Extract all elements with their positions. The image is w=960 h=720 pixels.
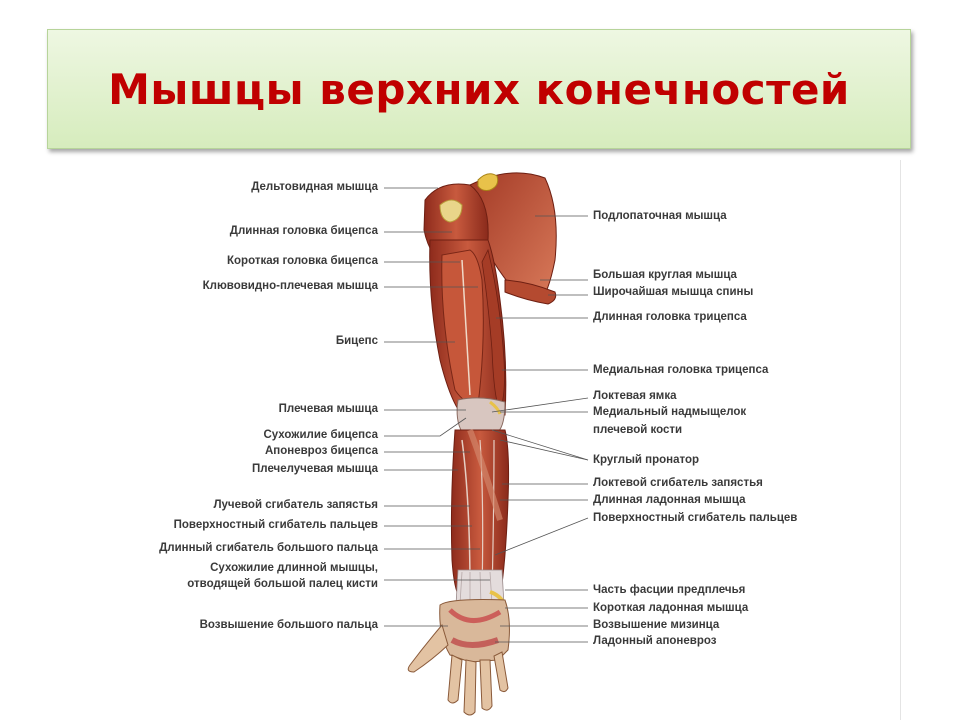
label-apl-tendon-line1: Сухожилие длинной мышцы, [210, 562, 378, 574]
label-palmaris-brevis: Короткая ладонная мышца [593, 602, 749, 614]
label-flexor-digitorum-superficialis-left: Поверхностный сгибатель пальцев [173, 519, 378, 531]
label-apl-tendon-line2: отводящей большой палец кисти [187, 578, 378, 590]
humeral-head-shape [439, 199, 463, 223]
label-medial-epicondyle-line2: плечевой кости [593, 424, 683, 436]
label-biceps: Бицепс [335, 335, 378, 347]
label-flexor-pollicis-longus: Длинный сгибатель большого пальца [159, 542, 378, 554]
latissimus-shape [504, 279, 557, 305]
fingers-shape [447, 651, 509, 716]
label-medial-epicondyle-line1: Медиальный надмыщелок [593, 406, 747, 418]
label-bicipital-aponeurosis: Апоневроз бицепса [264, 445, 378, 457]
label-triceps-medial-head: Медиальная головка трицепса [593, 364, 769, 376]
label-brachialis: Плечевая мышца [278, 403, 378, 415]
figure-border [900, 160, 901, 720]
title-banner: Мышцы верхних конечностей [47, 29, 911, 149]
label-biceps-short-head: Короткая головка бицепса [227, 255, 378, 267]
label-latissimus-dorsi: Широчайшая мышца спины [593, 286, 754, 298]
label-thenar-eminence: Возвышение большого пальца [199, 619, 378, 631]
label-palmaris-longus: Длинная ладонная мышца [593, 494, 746, 506]
label-flexor-digitorum-superficialis-right: Поверхностный сгибатель пальцев [593, 512, 798, 524]
label-deltoid: Дельтовидная мышца [251, 181, 378, 193]
slide-title: Мышцы верхних конечностей [108, 64, 850, 114]
label-flexor-carpi-ulnaris: Локтевой сгибатель запястья [593, 477, 763, 489]
leader-lines-left [384, 187, 490, 627]
label-biceps-long-head: Длинная головка бицепса [229, 225, 378, 237]
elbow-region-shape [456, 397, 506, 433]
label-coracobrachialis: Клювовидно-плечевая мышца [202, 280, 378, 292]
label-flexor-carpi-radialis: Лучевой сгибатель запястья [213, 499, 378, 511]
thumb-shape [407, 623, 449, 673]
label-cubital-fossa: Локтевая ямка [593, 390, 677, 402]
label-palmar-aponeurosis: Ладонный апоневроз [593, 635, 717, 647]
label-forearm-fascia: Часть фасции предплечья [593, 584, 746, 596]
label-triceps-long-head: Длинная головка трицепса [593, 311, 747, 323]
leader-lines-right [491, 215, 589, 643]
hand-shape [439, 599, 510, 663]
label-hypothenar-eminence: Возвышение мизинца [593, 619, 720, 631]
label-subscapularis: Подлопаточная мышца [593, 210, 727, 222]
label-brachioradialis: Плечелучевая мышца [252, 463, 378, 475]
label-teres-major: Большая круглая мышца [593, 269, 737, 281]
subscapularis-shape [469, 172, 557, 301]
label-pronator-teres: Круглый пронатор [593, 454, 700, 466]
label-biceps-tendon: Сухожилие бицепса [263, 429, 378, 441]
coracoid-process-shape [477, 173, 499, 191]
